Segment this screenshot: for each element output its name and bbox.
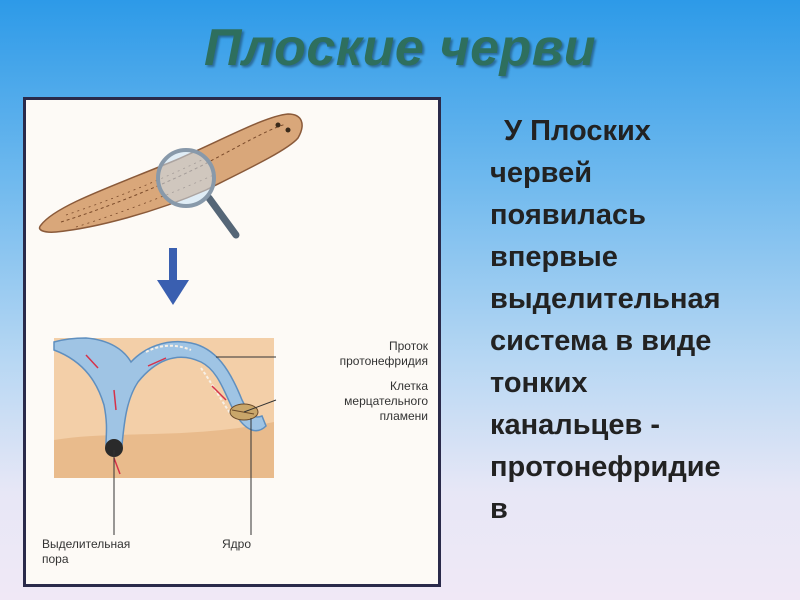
text-line: червей xyxy=(490,157,593,189)
text-line: система в виде xyxy=(490,325,712,357)
label-cell-line2: мерцательного xyxy=(344,394,428,408)
text-line: в xyxy=(490,493,508,525)
label-pore-line2: пора xyxy=(42,552,69,566)
label-pore-line1: Выделительная xyxy=(42,537,130,551)
text-line: появилась xyxy=(490,199,646,231)
down-arrow-icon xyxy=(157,248,189,305)
label-cell-line3: пламени xyxy=(380,409,428,423)
text-line: тонких xyxy=(490,367,588,399)
label-nucleus: Ядро xyxy=(222,537,251,551)
protonephridia-illustration: Проток протонефридия Клетка мерцательног… xyxy=(38,113,429,566)
slide-body-text: У Плоских червей появилась впервые выдел… xyxy=(490,110,790,530)
magnifier-icon xyxy=(156,148,240,239)
text-line: выделительная xyxy=(490,283,721,315)
leader-lines xyxy=(113,356,277,535)
text-line: канальцев - xyxy=(490,409,661,441)
text-line: У Плоских xyxy=(504,115,651,147)
text-line: протонефридие xyxy=(490,451,721,483)
text-line: впервые xyxy=(490,241,618,273)
figure-frame: Проток протонефридия Клетка мерцательног… xyxy=(23,97,441,587)
label-duct-line2: протонефридия xyxy=(340,354,428,368)
label-duct-line1: Проток xyxy=(389,339,429,353)
slide-title: Плоские черви xyxy=(204,19,596,77)
protonephridia-detail xyxy=(53,337,274,478)
label-cell-line1: Клетка xyxy=(390,379,428,393)
